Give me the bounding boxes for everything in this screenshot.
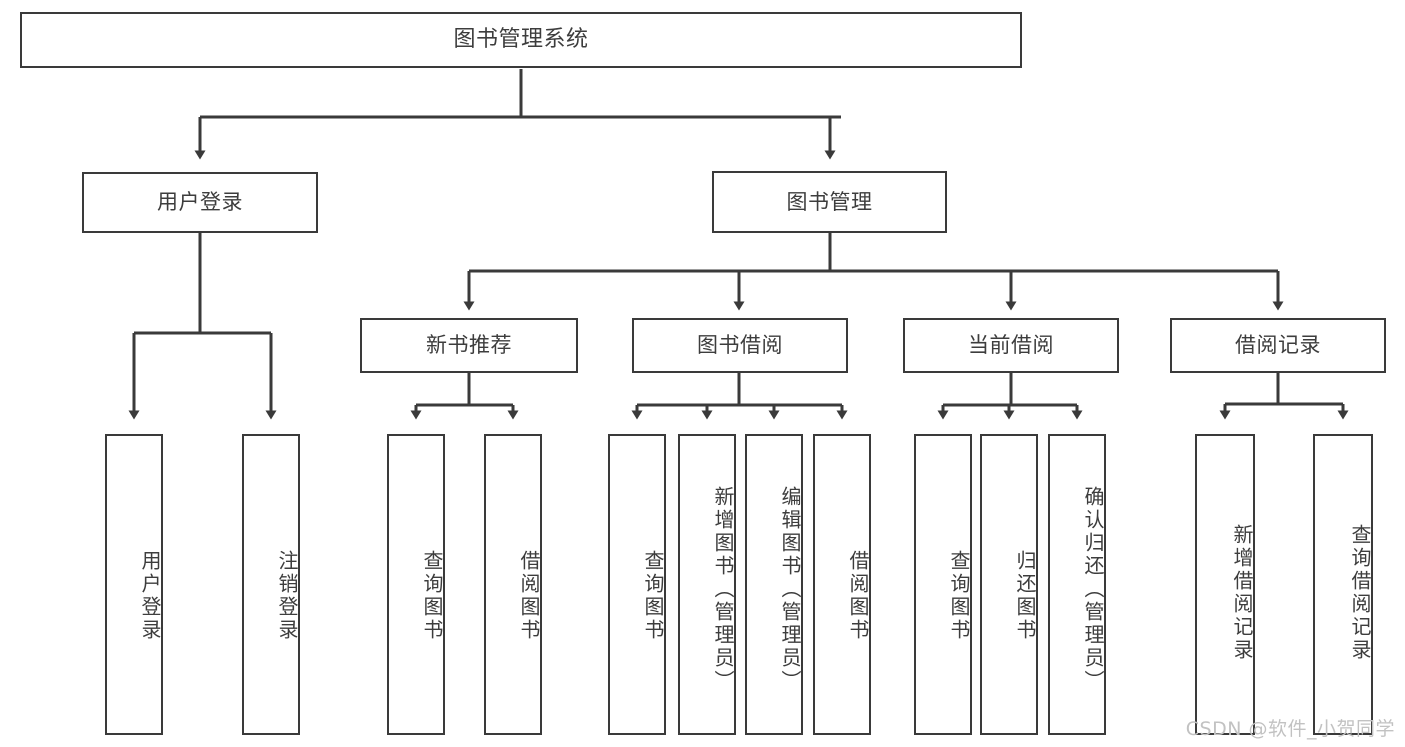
node-borrow-record[interactable]: 借阅记录: [1170, 318, 1386, 373]
leaf-user-login[interactable]: 用户登录: [105, 434, 163, 735]
node-label: 借阅图书: [846, 549, 870, 642]
node-label: 借阅记录: [1235, 333, 1321, 358]
node-label: 归还图书: [1013, 549, 1037, 642]
leaf-borrow-book-2[interactable]: 借阅图书: [813, 434, 871, 735]
leaf-add-record[interactable]: 新增借阅记录: [1195, 434, 1255, 735]
node-label: 新增图书（管理员）: [711, 486, 735, 693]
node-book-management[interactable]: 图书管理: [712, 171, 947, 233]
leaf-return-book[interactable]: 归还图书: [980, 434, 1038, 735]
node-label: 新增借阅记录: [1230, 523, 1254, 662]
leaf-query-book-3[interactable]: 查询图书: [914, 434, 972, 735]
node-label: 用户登录: [157, 190, 243, 215]
node-label: 查询图书: [947, 549, 971, 642]
node-label: 编辑图书（管理员）: [778, 486, 802, 693]
leaf-confirm-return[interactable]: 确认归还（管理员）: [1048, 434, 1106, 735]
node-label: 确认归还（管理员）: [1081, 486, 1105, 693]
csdn-watermark: CSDN @软件_小贺同学: [1185, 718, 1395, 740]
node-label: 注销登录: [275, 549, 299, 642]
leaf-add-book[interactable]: 新增图书（管理员）: [678, 434, 736, 735]
node-label: 图书借阅: [697, 333, 783, 358]
leaf-edit-book[interactable]: 编辑图书（管理员）: [745, 434, 803, 735]
node-user-login[interactable]: 用户登录: [82, 172, 318, 233]
node-label: 图书管理: [786, 189, 873, 214]
leaf-borrow-book-1[interactable]: 借阅图书: [484, 434, 542, 735]
node-label: 查询图书: [420, 549, 444, 642]
node-label: 借阅图书: [517, 549, 541, 642]
node-label: 查询图书: [641, 549, 665, 642]
node-current-borrow[interactable]: 当前借阅: [903, 318, 1119, 373]
node-book-borrow[interactable]: 图书借阅: [632, 318, 848, 373]
node-label: 新书推荐: [426, 333, 512, 358]
node-label: 当前借阅: [968, 333, 1054, 358]
node-root-system[interactable]: 图书管理系统: [20, 12, 1022, 68]
leaf-query-book-1[interactable]: 查询图书: [387, 434, 445, 735]
leaf-query-record[interactable]: 查询借阅记录: [1313, 434, 1373, 735]
node-new-book-recommend[interactable]: 新书推荐: [360, 318, 578, 373]
leaf-logout-login[interactable]: 注销登录: [242, 434, 300, 735]
leaf-query-book-2[interactable]: 查询图书: [608, 434, 666, 735]
node-label: 图书管理系统: [453, 27, 589, 53]
node-label: 查询借阅记录: [1348, 523, 1372, 662]
node-label: 用户登录: [138, 549, 162, 642]
